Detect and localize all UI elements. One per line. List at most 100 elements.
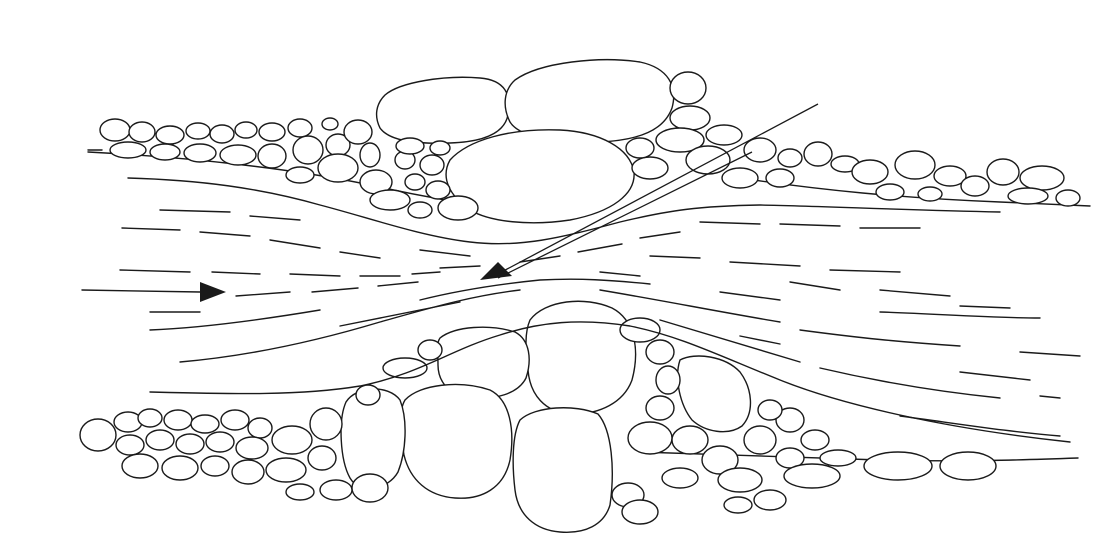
- flow-dash: [200, 232, 250, 236]
- stone: [766, 169, 794, 187]
- stone: [360, 143, 380, 167]
- streamline: [660, 320, 800, 362]
- stone: [114, 412, 142, 432]
- stone: [420, 155, 444, 175]
- flow-dash: [960, 306, 1010, 308]
- stone: [804, 142, 832, 166]
- stone: [620, 318, 660, 342]
- stone: [718, 468, 762, 492]
- stone: [310, 408, 342, 440]
- flow-dash: [640, 232, 680, 238]
- streamline: [900, 416, 1060, 436]
- stone: [162, 456, 198, 480]
- flow-dash: [700, 222, 760, 224]
- stone: [672, 426, 708, 454]
- stone: [918, 187, 942, 201]
- streamline: [1020, 352, 1080, 356]
- stone: [293, 136, 323, 164]
- stone: [628, 422, 672, 454]
- flow-dash: [830, 270, 900, 272]
- boulder: [526, 301, 636, 414]
- flow-dash: [578, 244, 622, 252]
- stone: [987, 159, 1019, 185]
- flow-dash: [650, 256, 700, 258]
- stone: [80, 419, 116, 451]
- boulder: [513, 408, 612, 533]
- stone: [259, 123, 285, 141]
- flow-dash: [440, 266, 480, 268]
- streamline: [420, 279, 650, 300]
- stone: [622, 500, 658, 524]
- flow-dash: [122, 228, 180, 230]
- flow-dash: [780, 224, 840, 226]
- stone: [744, 138, 776, 162]
- pointer-arrowhead: [480, 262, 512, 280]
- stone: [662, 468, 698, 488]
- stone: [210, 125, 234, 143]
- stone: [646, 396, 674, 420]
- flow-dash: [340, 252, 380, 258]
- stone: [864, 452, 932, 480]
- boulder: [400, 385, 511, 499]
- stone: [206, 432, 234, 452]
- stone: [235, 122, 257, 138]
- boulder: [678, 356, 751, 432]
- stone: [176, 434, 204, 454]
- stone: [408, 202, 432, 218]
- stone: [396, 138, 424, 154]
- streamline: [150, 310, 320, 330]
- flow-dash: [290, 274, 340, 276]
- stone: [778, 149, 802, 167]
- stone: [138, 409, 162, 427]
- stone: [184, 144, 216, 162]
- stone: [286, 167, 314, 183]
- stone: [288, 119, 312, 137]
- stone: [232, 460, 264, 484]
- stone: [656, 366, 680, 394]
- flow-dash: [740, 336, 780, 344]
- stone: [852, 160, 888, 184]
- stone: [961, 176, 989, 196]
- stone: [801, 430, 829, 450]
- flow-dash: [600, 272, 640, 276]
- stone: [220, 145, 256, 165]
- stone: [236, 437, 268, 459]
- stone: [150, 144, 180, 160]
- flow-dash: [720, 292, 780, 300]
- stone: [940, 452, 996, 480]
- flow-dash: [250, 216, 300, 220]
- stone: [438, 196, 478, 220]
- flow-dash: [160, 210, 230, 212]
- stone: [758, 400, 782, 420]
- streamline: [340, 302, 460, 326]
- flow-dash: [880, 290, 950, 296]
- stone: [344, 120, 372, 144]
- stone: [352, 474, 388, 502]
- stone: [308, 446, 336, 470]
- stone: [164, 410, 192, 430]
- stone: [686, 146, 730, 174]
- stone: [405, 174, 425, 190]
- stone: [1056, 190, 1080, 206]
- stone: [706, 125, 742, 145]
- stone: [646, 340, 674, 364]
- stone: [1008, 188, 1048, 204]
- stone: [272, 426, 312, 454]
- stone: [201, 456, 229, 476]
- flow-dash: [1040, 396, 1060, 398]
- stone: [430, 141, 450, 155]
- stone: [754, 490, 786, 510]
- stone: [266, 458, 306, 482]
- flow-dash: [412, 272, 440, 274]
- stone: [248, 418, 272, 438]
- flow-dash: [236, 292, 290, 296]
- stone: [221, 410, 249, 430]
- stone: [318, 154, 358, 182]
- stone: [156, 126, 184, 144]
- stone: [876, 184, 904, 200]
- stone: [186, 123, 210, 139]
- flow-arrow-head: [200, 282, 226, 302]
- flow-dash: [270, 240, 320, 248]
- stone: [370, 190, 410, 210]
